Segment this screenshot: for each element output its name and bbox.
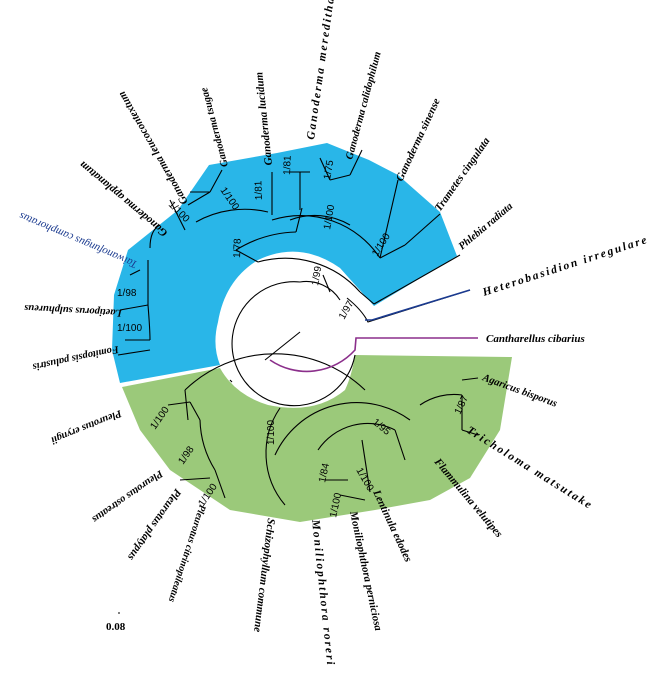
taxon-ganoderma-leucocontextum: Ganoderma leucocontextum	[116, 89, 191, 207]
support-value: 1/100	[328, 491, 344, 518]
tree-branches	[117, 149, 479, 506]
taxon-pleurotus-eryngii: Pleurotus eryngii	[49, 407, 123, 445]
root-inner-arc	[231, 281, 356, 407]
taxon-moniliophthora-roreri: Moniliophthora roreri	[309, 518, 336, 667]
taxon-ganoderma-tsugae: Ganoderma tsugae	[199, 86, 231, 168]
support-value: 1/100	[117, 323, 142, 334]
support-value: 1/81	[282, 155, 294, 175]
support-value: 1/84	[317, 462, 332, 484]
taxon-pleurotus-citrinopileatus: Pleurotus citrinopileatus	[166, 503, 208, 603]
taxon-ganoderma-lucidum: Ganoderma lucidum	[253, 71, 275, 166]
scale-bar: 0.08	[106, 612, 126, 633]
taxon-taiwanofungus-camphoratus: Taiwanofungus camphoratus	[18, 210, 140, 271]
cantharellus-branch	[269, 337, 478, 373]
taxon-heterobasidion-irregulare: Heterobasidion irregulare	[480, 234, 650, 299]
polyporales-clade-fill	[112, 143, 457, 383]
taxon-ganoderma-applanatum: Ganoderma applanatum	[77, 158, 170, 239]
taxon-cantharellus-cibarius: Cantharellus cibarius	[486, 333, 585, 345]
taxon-labels: Ganoderma meredithae Ganoderma calidophi…	[18, 0, 651, 667]
taxon-moniliophthora-perniciosa: Moniliophthora perniciosa	[347, 509, 384, 632]
support-value: 1/78	[232, 238, 244, 258]
support-value: 1/100	[322, 204, 337, 231]
heterobasidion-branch	[365, 289, 471, 321]
taxon-ganoderma-meredithae: Ganoderma meredithae	[305, 0, 338, 140]
support-value: 1/100	[266, 420, 277, 445]
scale-bar-label: 0.08	[106, 621, 126, 633]
taxon-tricholoma-matsutake: Tricholoma matsutake	[464, 424, 595, 512]
support-value: 1/97	[337, 299, 356, 322]
taxon-schizophyllum-commune: Schizophyllum commune	[251, 518, 277, 633]
agaricales-clade-fill	[122, 355, 512, 522]
taxon-laetiporus-sulphureus: Laetiporus sulphureus	[24, 302, 123, 318]
support-value: 1/81	[253, 180, 265, 200]
support-value: 1/98	[117, 288, 137, 299]
taxon-trametes-cingulata: Trametes cingulata	[433, 135, 493, 214]
taxon-phlebia-radiata: Phlebia radiata	[457, 201, 515, 252]
support-value: 1/75	[322, 159, 336, 181]
taxon-ganoderma-calidophilum: Ganoderma calidophilum	[344, 51, 383, 161]
taxon-fomitopsis-palustris: Fomitopsis palustris	[31, 343, 120, 372]
taxon-ganoderma-sinense: Ganoderma sinense	[394, 96, 443, 183]
support-value: 1/99	[310, 265, 324, 287]
